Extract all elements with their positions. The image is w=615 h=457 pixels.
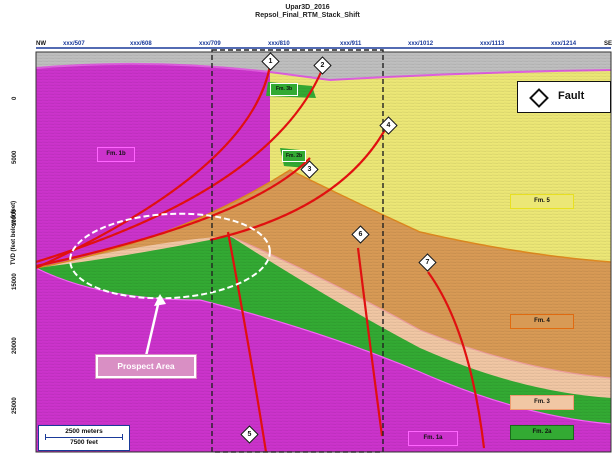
fault-5-line [226,231,268,452]
x-tick: xxx/1113 [480,41,505,47]
prospect-area-ellipse [69,212,271,300]
fault-1-line [36,65,272,270]
y-tick: 20000 [12,337,18,354]
scale-feet: 7500 feet [70,439,98,446]
section-title: Upar3D_2016 Repsol_Final_RTM_Stack_Shift [0,4,615,20]
scale-rule [45,437,123,438]
prospect-area-label: Prospect Area [95,354,197,379]
fault-4-number: 4 [386,122,391,129]
fault-lines [36,65,486,452]
y-tick: 15000 [12,273,18,290]
x-axis-right-end: SE [604,41,613,47]
survey-name: Upar3D_2016 [285,4,330,11]
fault-5-number: 5 [247,431,252,438]
formation-1b-label: Fm. 1b [97,147,135,162]
fault-3-number: 3 [307,166,312,173]
x-tick: xxx/1214 [551,41,577,47]
fault-2-number: 2 [320,62,325,69]
fault-6-line [356,247,384,437]
formation-3b-label: Fm. 3b [270,83,298,96]
fault-6-number: 6 [358,231,363,238]
prospect-pointer [144,295,162,357]
scale-bar: 2500 meters 7500 feet [38,425,130,451]
x-tick: xxx/810 [268,41,290,47]
y-tick: 10000 [12,209,18,226]
y-tick: 25000 [12,397,18,414]
volume-name: Repsol_Final_RTM_Stack_Shift [255,12,360,19]
y-tick: 5000 [12,150,18,164]
x-tick: xxx/507 [63,41,85,47]
fault-4-line [209,127,387,242]
y-axis-title: TVD (feet below 0 feet) [11,200,17,266]
diamond-icon [529,88,549,108]
fault-legend-label: Fault [558,90,585,102]
formation-1a-label: Fm. 1a [408,431,458,446]
scale-tick-left [45,434,46,440]
formation-4-label: Fm. 4 [510,314,574,329]
x-tick: xxx/1012 [408,41,434,47]
fault-legend: Fault [517,81,611,113]
x-tick: xxx/911 [340,41,362,47]
x-tick: xxx/709 [199,41,221,47]
x-axis-left-end: NW [36,41,46,47]
fault-1-number: 1 [268,58,273,65]
formation-2a-label: Fm. 2a [510,425,574,440]
fault-7-number: 7 [425,259,430,266]
fault-2-line [36,69,324,264]
formation-3-label: Fm. 3 [510,395,574,410]
y-tick: 0 [12,96,18,100]
x-tick: xxx/608 [130,41,152,47]
fault-7-line [427,271,486,449]
scale-meters: 2500 meters [65,428,103,435]
scale-tick-right [122,434,123,440]
formation-2b-label: Fm. 2b [282,150,306,162]
formation-5-label: Fm. 5 [510,194,574,209]
